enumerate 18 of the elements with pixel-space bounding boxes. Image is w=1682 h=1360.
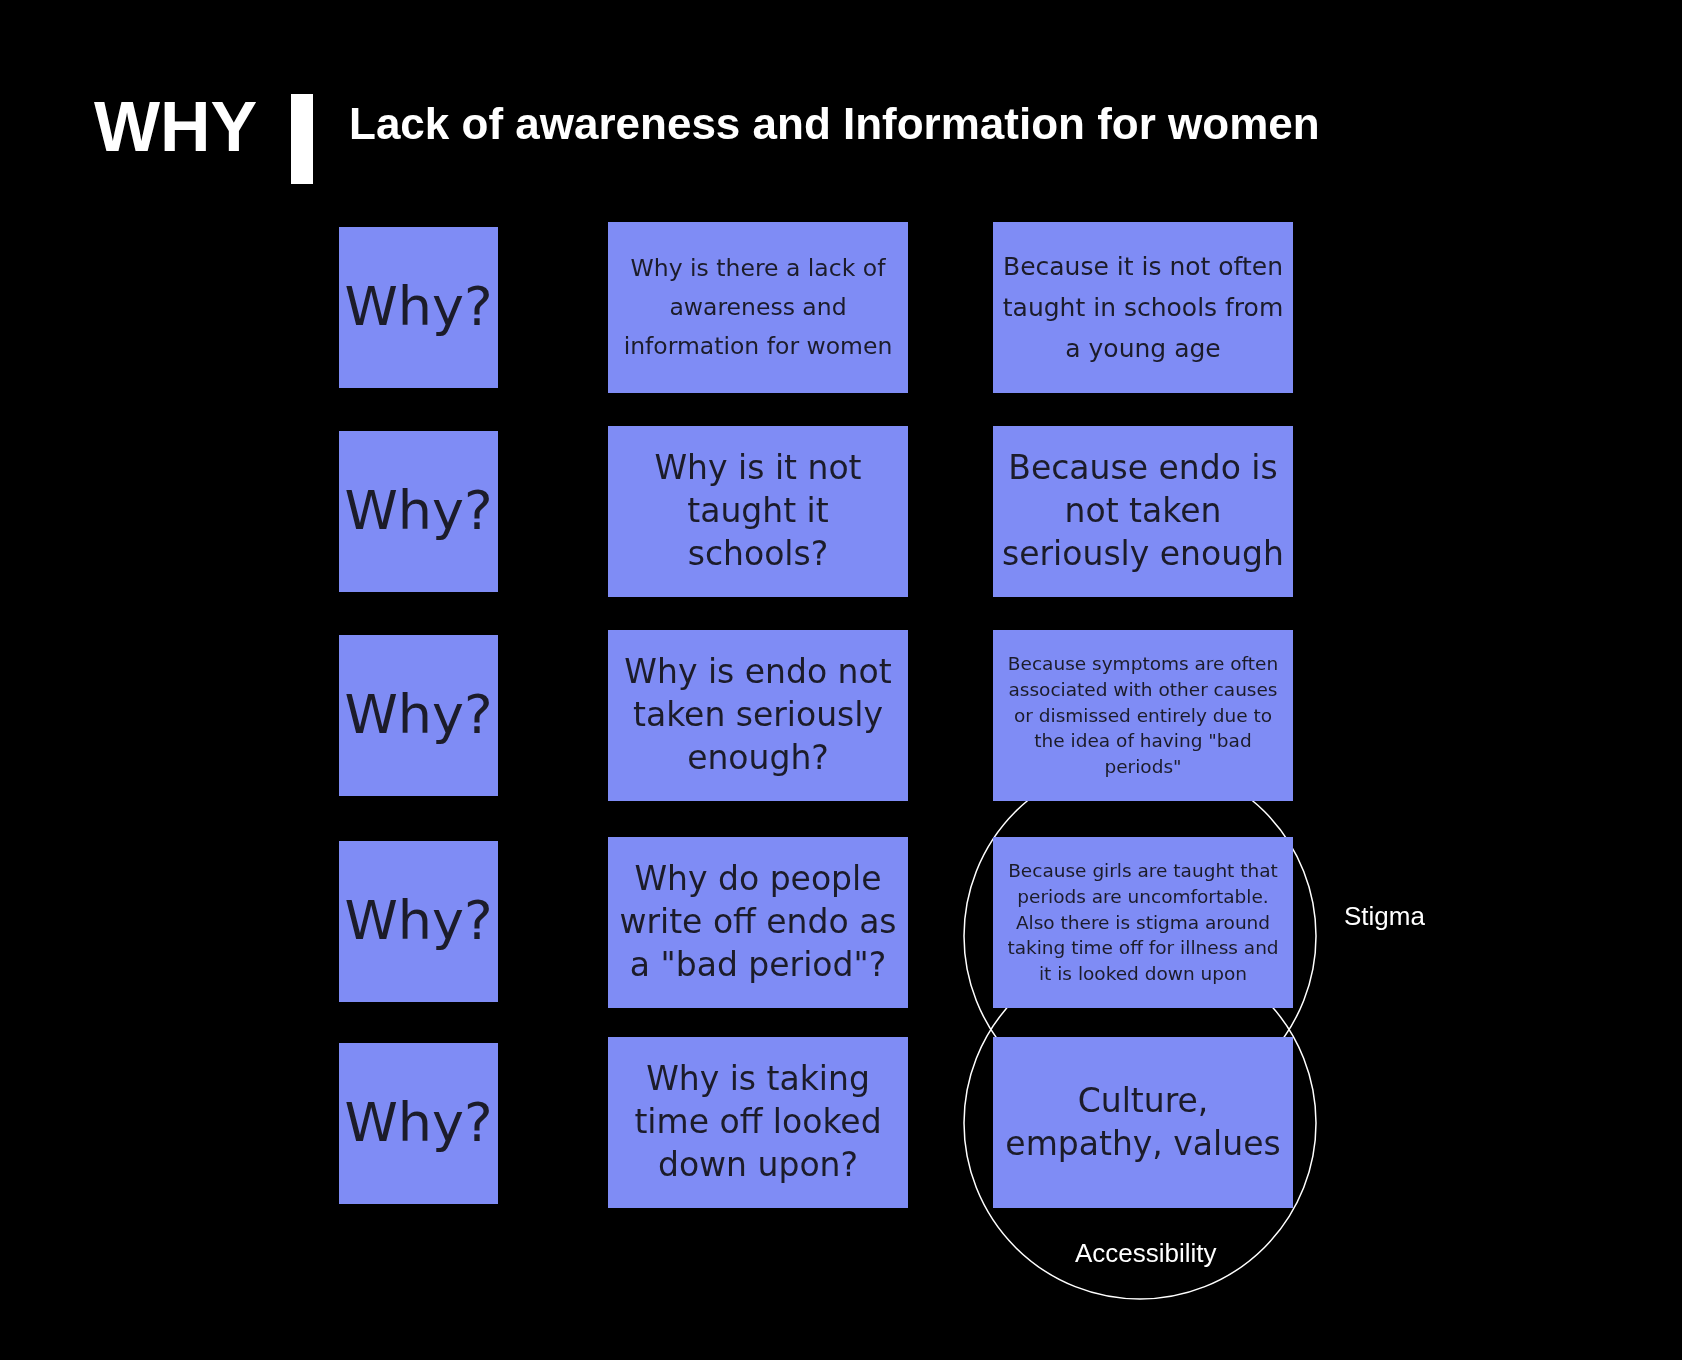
- answer-note: Because endo is not taken seriously enough: [993, 426, 1293, 597]
- question-note: Why is it not taught it schools?: [608, 426, 908, 597]
- question-note: Why do people write off endo as a "bad period"?: [608, 837, 908, 1008]
- why-note: Why?: [339, 1043, 498, 1204]
- question-note: Why is endo not taken seriously enough?: [608, 630, 908, 801]
- answer-note: Because symptoms are often associated with other causes or dismissed entirely due to the idea of having "bad periods": [993, 630, 1293, 801]
- why-note: Why?: [339, 227, 498, 388]
- why-note: Why?: [339, 635, 498, 796]
- title: WHY: [94, 92, 258, 162]
- question-note: Why is taking time off looked down upon?: [608, 1037, 908, 1208]
- separator-bar: [291, 94, 313, 184]
- answer-note: Because it is not often taught in schools from a young age: [993, 222, 1293, 393]
- subtitle: Lack of awareness and Information for women: [349, 102, 1320, 146]
- circle-label: Stigma: [1344, 901, 1425, 932]
- why-note: Why?: [339, 841, 498, 1002]
- why-note: Why?: [339, 431, 498, 592]
- circle-label: Accessibility: [1075, 1238, 1215, 1269]
- question-note: Why is there a lack of awareness and information for women: [608, 222, 908, 393]
